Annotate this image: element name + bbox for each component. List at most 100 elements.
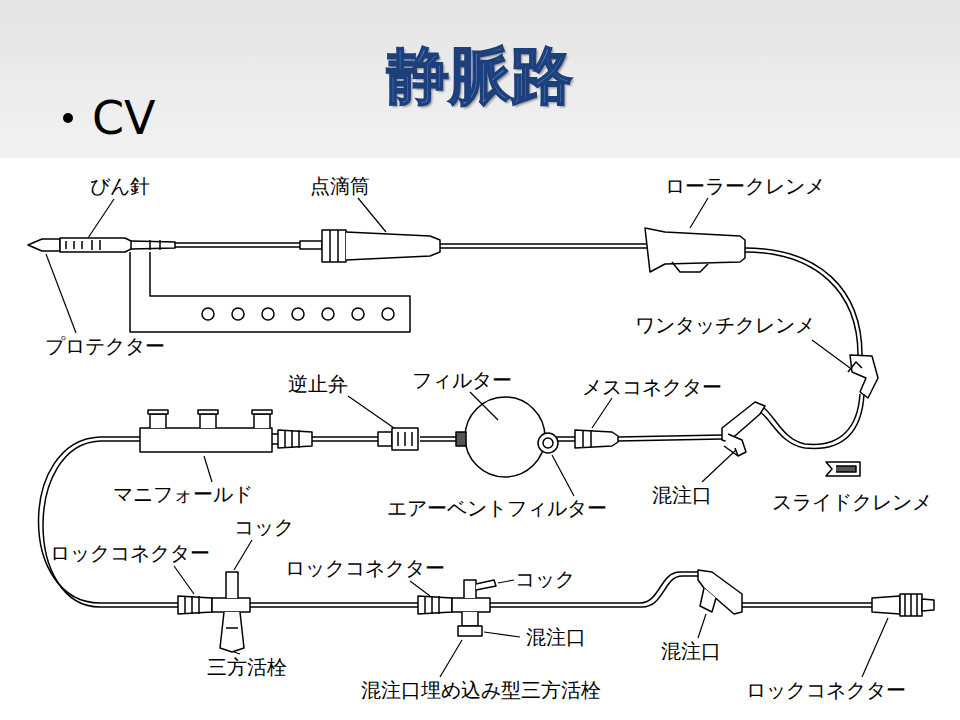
tube (420, 437, 456, 441)
spike-strap (130, 252, 410, 332)
bottle-spike (60, 238, 131, 252)
y-connector (724, 434, 746, 456)
manifold (150, 414, 166, 428)
bottle-spike (28, 239, 60, 251)
leader-line (46, 254, 76, 333)
stopcock-with-port (458, 626, 482, 636)
tube (618, 435, 722, 441)
check-valve (378, 428, 418, 450)
tube (312, 437, 378, 441)
stopcock-with-port (418, 580, 496, 636)
three-way-stopcock (178, 596, 212, 614)
leader-line (88, 199, 114, 238)
bottle-spike (28, 238, 175, 252)
part-label: ロックコネクター (50, 542, 210, 565)
tube (618, 435, 722, 441)
tube (745, 252, 858, 355)
stopcock-with-port (464, 580, 476, 598)
tube (39, 437, 183, 603)
drip-chamber (330, 230, 338, 262)
leader-line (410, 581, 430, 596)
drip-chamber (322, 230, 440, 262)
leader-line (702, 450, 736, 482)
filter (465, 397, 545, 477)
lock-connector (872, 596, 900, 614)
y-connector (735, 448, 738, 456)
roller-clamp (645, 228, 745, 272)
stopcock-with-port (452, 598, 490, 612)
part-label: コック (515, 568, 575, 591)
part-label: 点滴筒 (310, 175, 370, 198)
part-label: スライドクレンメ (772, 491, 932, 514)
part-label: エアーベントフィルター (387, 497, 607, 520)
three-way-stopcock (220, 612, 244, 652)
y-connector (700, 588, 716, 612)
lock-connector (900, 594, 922, 616)
filter (456, 432, 466, 446)
part-label: 混注口 (526, 626, 586, 649)
tube (250, 603, 418, 607)
spike-strap (322, 308, 334, 320)
tube (745, 248, 862, 355)
leader-line (234, 540, 252, 570)
leader-line (498, 580, 514, 583)
y-connector (698, 570, 742, 614)
tube (764, 394, 860, 444)
tube (300, 241, 322, 249)
tube (745, 248, 862, 355)
leader-line (552, 455, 574, 496)
bottle-spike (66, 240, 100, 250)
part-label: びん針 (90, 175, 150, 198)
lock-connector (285, 430, 299, 448)
lock-connector (278, 430, 312, 448)
tube (760, 394, 864, 448)
part-label: メスコネクター (582, 376, 722, 399)
bullet-text: CV (92, 92, 156, 145)
roller-clamp (672, 262, 708, 272)
part-label: コック (234, 516, 294, 539)
check-valve (392, 428, 418, 450)
female-connector (575, 430, 618, 448)
leader-line (234, 652, 240, 654)
spike-strap (382, 308, 394, 320)
tube (440, 244, 648, 248)
check-valve (378, 432, 392, 446)
part-label: ワンタッチクレンメ (635, 314, 815, 337)
stopcock-with-port (418, 596, 452, 614)
leader-line (358, 198, 386, 232)
leader-line (592, 398, 612, 428)
part-label: 混注口 (652, 484, 712, 507)
leader-line (440, 640, 462, 677)
lock-connector (872, 594, 934, 616)
stopcock-with-port (476, 580, 496, 590)
leader-line (470, 392, 498, 420)
spike-strap (130, 252, 410, 332)
part-label: 混注口 (661, 640, 721, 663)
part-label: 逆止弁 (288, 373, 348, 396)
bullet-dot (63, 113, 73, 123)
one-touch-clamp (848, 362, 862, 372)
leader-line (174, 566, 194, 594)
leader-line (204, 456, 212, 482)
spike-strap (352, 308, 364, 320)
roller-clamp (645, 228, 745, 272)
spike-strap (262, 308, 274, 320)
tube (43, 441, 182, 607)
three-way-stopcock (226, 572, 238, 598)
part-label: ロックコネクター (746, 679, 906, 702)
tube (312, 437, 378, 441)
one-touch-clamp (850, 355, 878, 398)
tube (175, 241, 322, 249)
drip-chamber (322, 230, 346, 262)
leader-line (46, 198, 888, 677)
manifold (148, 410, 272, 414)
spike-strap (292, 308, 304, 320)
slide-title: 静脈路 (387, 40, 573, 111)
leader-line (698, 614, 706, 638)
spike-strap (232, 308, 244, 320)
female-connector (583, 431, 591, 447)
manifold (140, 410, 278, 452)
filter (538, 433, 558, 453)
three-way-stopcock (212, 598, 250, 612)
part-label: ローラークレンメ (665, 175, 825, 198)
